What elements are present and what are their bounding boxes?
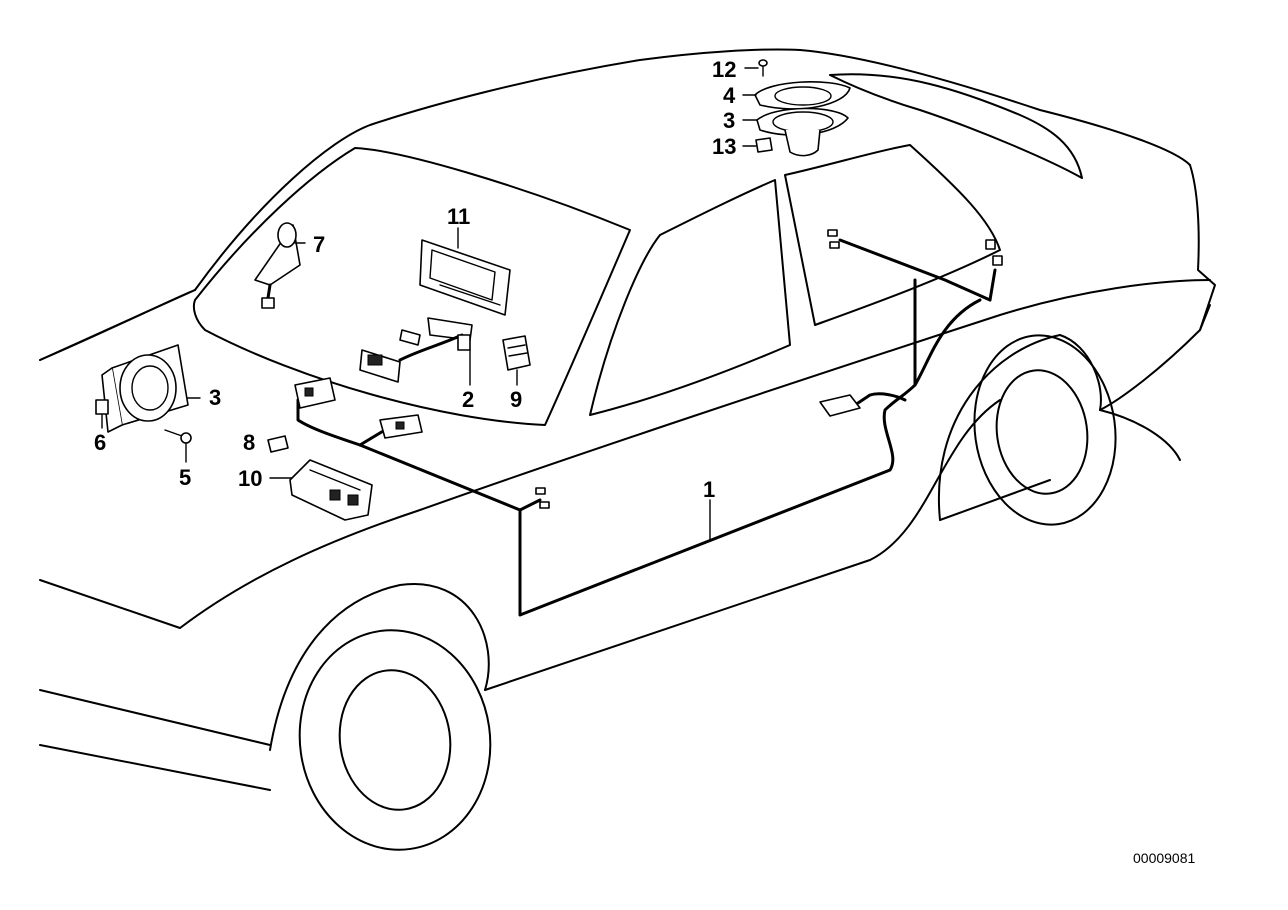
radio-bracket-part <box>419 239 511 316</box>
module-part-10 <box>289 459 373 521</box>
callout-13: 13 <box>712 134 736 159</box>
relay-part-9 <box>502 335 531 371</box>
radio-harness-part <box>359 317 473 383</box>
callout-11: 11 <box>447 204 470 229</box>
callout-4: 4 <box>723 83 736 108</box>
front-connector-part <box>294 377 336 409</box>
rear-speaker-assembly <box>754 59 851 157</box>
reference-number: 00009081 <box>1133 850 1196 866</box>
callout-12: 12 <box>712 57 736 82</box>
callout-5: 5 <box>179 465 191 490</box>
rear-fender-line <box>869 399 1001 561</box>
rear-door-window <box>784 144 1001 326</box>
front-door-window <box>589 179 791 416</box>
rear-wheel <box>937 334 1117 526</box>
callout-3-rear: 3 <box>723 108 735 133</box>
callout-9: 9 <box>510 387 522 412</box>
wiring-harness <box>296 238 997 617</box>
front-wheel <box>269 582 492 851</box>
speaker-bracket-part <box>95 399 109 415</box>
callout-2: 2 <box>462 387 474 412</box>
connector-rear-roof <box>827 229 1003 266</box>
callout-10: 10 <box>238 466 262 491</box>
connector-rear-floor <box>819 394 861 417</box>
callout-3-front: 3 <box>209 385 221 410</box>
car-body <box>39 48 1216 791</box>
screw-part-5 <box>164 429 192 444</box>
callout-8: 8 <box>243 430 255 455</box>
connector-front-left <box>535 487 550 509</box>
front-speaker-part <box>101 344 189 433</box>
harness-plug-part <box>379 414 423 439</box>
callout-1: 1 <box>703 477 715 502</box>
windshield <box>192 147 631 426</box>
callout-7: 7 <box>313 232 325 257</box>
callout-6: 6 <box>94 430 106 455</box>
plug-part-8 <box>267 435 289 453</box>
leader-lines <box>101 67 759 541</box>
tweeter-part <box>254 222 301 309</box>
